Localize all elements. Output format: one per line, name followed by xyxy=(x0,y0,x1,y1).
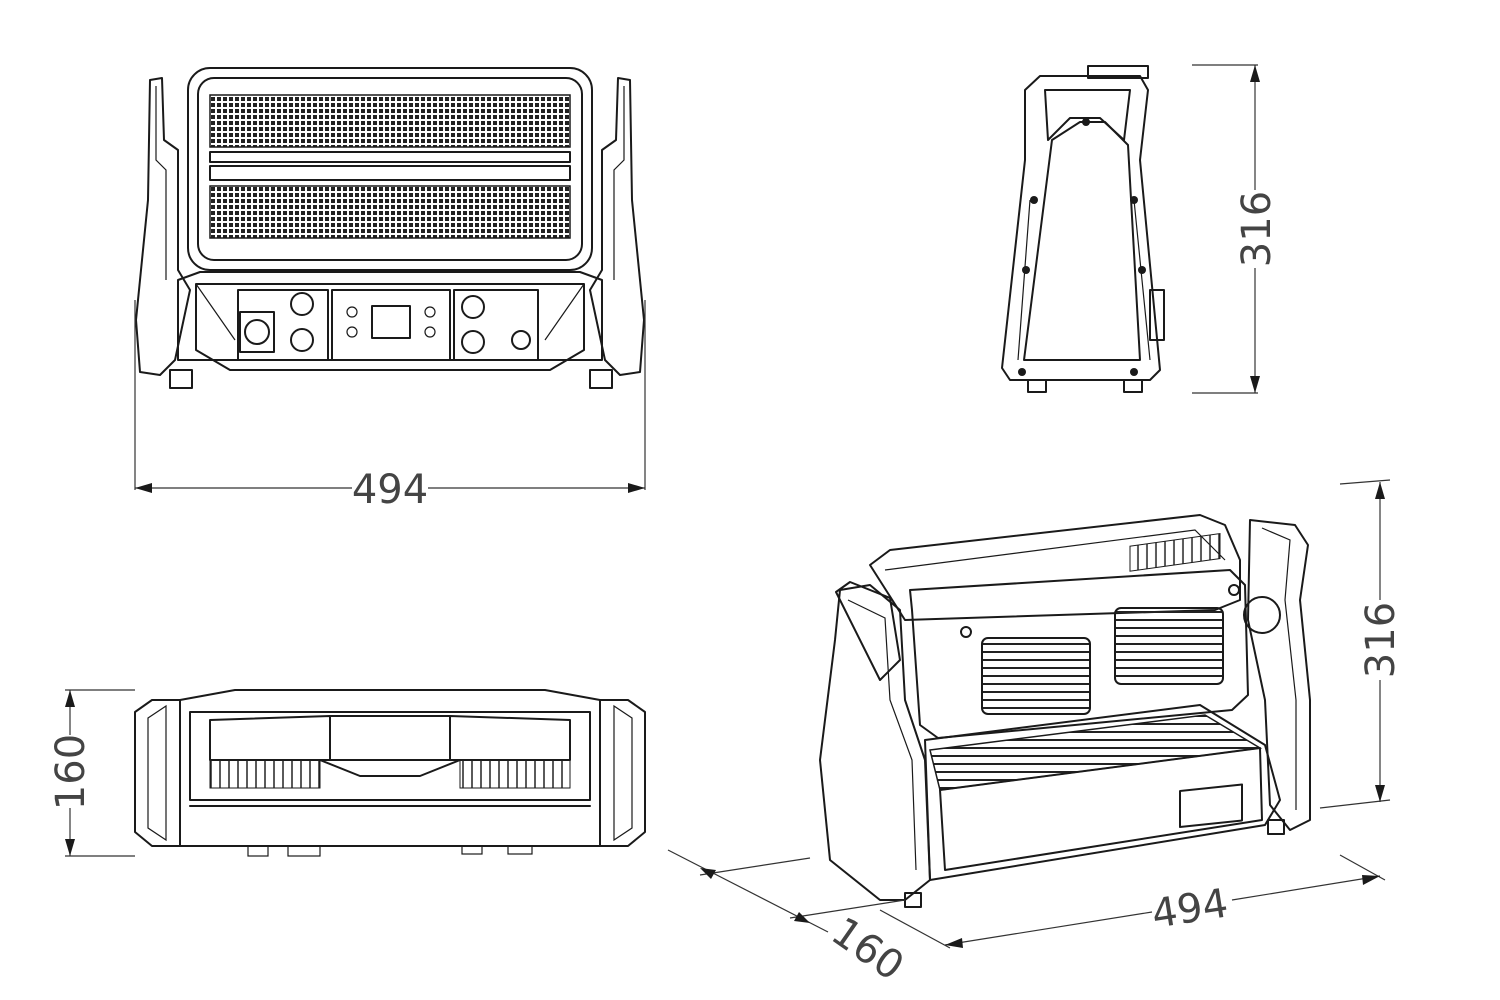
isometric-view xyxy=(819,514,1311,908)
top-view xyxy=(134,689,646,857)
led-array-top xyxy=(209,94,571,148)
front-width-dimension: 494 xyxy=(134,300,646,513)
base-vent-icon xyxy=(929,714,1263,791)
fan-grille-right-icon xyxy=(1114,607,1224,685)
iso-width-label: 494 xyxy=(1149,880,1232,937)
fan-grille-left-icon xyxy=(981,637,1091,715)
xlr-in-icon xyxy=(290,292,314,316)
lcd-screen-icon xyxy=(371,305,411,339)
led-array-bottom xyxy=(209,185,571,239)
power-connector-icon xyxy=(239,311,275,353)
top-depth-dimension: 160 xyxy=(48,689,135,857)
front-view xyxy=(135,67,645,389)
top-depth-label: 160 xyxy=(48,734,94,810)
side-height-dimension: 316 xyxy=(1192,64,1280,394)
iso-depth-dimension: 160 xyxy=(667,849,912,990)
side-view xyxy=(1001,65,1165,393)
iso-height-dimension: 316 xyxy=(1319,479,1404,809)
iso-height-label: 316 xyxy=(1358,602,1404,678)
side-height-label: 316 xyxy=(1234,191,1280,267)
front-width-label: 494 xyxy=(352,467,428,513)
display-panel xyxy=(331,289,451,361)
iso-depth-label: 160 xyxy=(823,909,912,990)
xlr-out-icon xyxy=(290,328,314,352)
